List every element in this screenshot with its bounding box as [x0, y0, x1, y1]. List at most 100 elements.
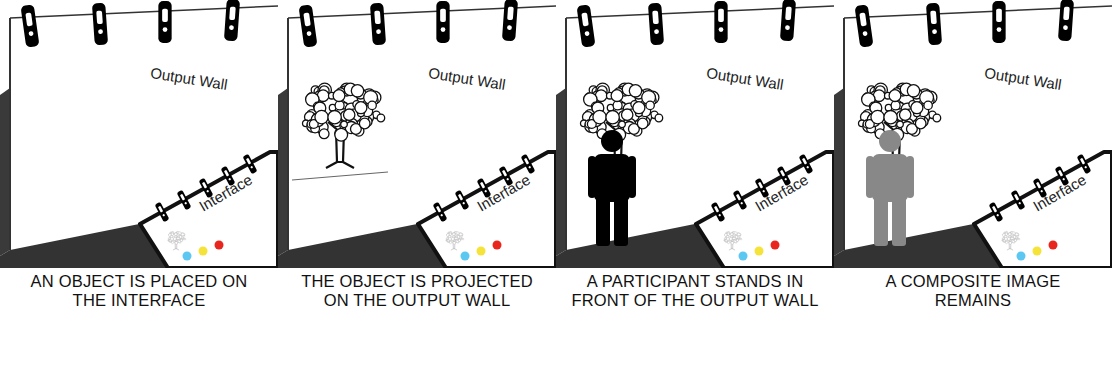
tree-leaf	[889, 90, 901, 102]
tree-leaf	[449, 242, 451, 244]
tree-leaf	[1012, 232, 1015, 235]
tree-leaf	[1004, 236, 1006, 238]
tree-leaf	[456, 232, 459, 235]
tree-leaf	[737, 239, 739, 241]
interface-light-icon	[1011, 190, 1026, 210]
ceiling-light	[855, 4, 874, 47]
tree-leaf	[738, 235, 740, 237]
interface-table	[974, 152, 1112, 268]
tree-leaf	[170, 236, 172, 238]
interface-table	[418, 152, 556, 268]
tree-leaf	[328, 111, 341, 124]
tree-leaf	[454, 237, 456, 239]
ceiling-light	[436, 1, 449, 43]
blue-dot	[1017, 252, 1026, 261]
tree-leaf	[726, 237, 729, 240]
room-illustration	[0, 0, 1112, 268]
tree-leaf	[171, 242, 173, 244]
side-wall	[556, 88, 566, 256]
tree-leaf	[646, 101, 654, 109]
wall-edge	[287, 18, 289, 250]
tree-leaf	[732, 237, 734, 239]
tree-leaf	[732, 240, 733, 241]
tree-leaf	[448, 240, 450, 242]
tree-leaf	[1005, 242, 1007, 244]
tree-leaf	[727, 242, 729, 244]
ceiling-light	[992, 1, 1005, 43]
interface-light-icon	[733, 190, 748, 210]
tree-leaf	[613, 101, 622, 110]
ceiling-light	[648, 3, 664, 46]
tree-leaf	[377, 114, 385, 122]
interface-light-icon	[989, 202, 1004, 222]
tree-leaf	[180, 239, 182, 241]
room-panel	[278, 0, 556, 268]
output-wall-surface	[0, 0, 278, 268]
tree-leaf	[351, 85, 363, 97]
tree-leaf	[1018, 238, 1020, 240]
wall-edge	[9, 18, 11, 250]
tree-leaf	[907, 85, 919, 97]
tree-leaf	[341, 121, 348, 128]
tree-leaf	[897, 121, 904, 128]
tree-leaf	[633, 102, 645, 114]
tree-leaf	[1004, 237, 1007, 240]
tree-leaf	[453, 241, 456, 244]
ceiling-light	[1058, 0, 1074, 41]
tree-leaf	[1009, 235, 1011, 237]
tree-leaf	[457, 236, 460, 239]
tree-leaf	[606, 111, 619, 124]
room-panel	[0, 0, 278, 268]
tree-leaf	[448, 238, 451, 241]
ceiling-light	[158, 1, 171, 43]
yellow-dot	[199, 247, 208, 256]
tree-leaf	[319, 129, 329, 139]
tree-leaf	[460, 235, 462, 237]
interface-table	[696, 152, 834, 268]
tree-leaf	[182, 235, 184, 237]
tree-leaf	[170, 238, 173, 241]
tree-leaf	[1013, 236, 1016, 239]
red-dot	[215, 241, 224, 250]
blue-dot	[739, 252, 748, 261]
interface-light-icon	[455, 190, 470, 210]
step-caption: THE OBJECT IS PROJECTED ON THE OUTPUT WA…	[292, 272, 542, 310]
tree-leaf	[175, 241, 178, 244]
interface-light-icon	[433, 202, 448, 222]
interface-table	[140, 152, 278, 268]
tree-leaf	[736, 239, 738, 241]
yellow-dot	[755, 247, 764, 256]
ceiling-light	[714, 1, 727, 43]
tree-leaf	[176, 237, 178, 239]
room-panel	[834, 0, 1112, 268]
room-panel	[556, 0, 834, 268]
tree-leaf	[915, 118, 926, 129]
tree-leaf	[731, 241, 734, 244]
interface-object	[168, 231, 186, 250]
tree-leaf	[453, 235, 455, 237]
wall-edge	[843, 18, 845, 250]
tree-leaf	[1015, 239, 1017, 241]
step-caption: A COMPOSITE IMAGE REMAINS	[848, 272, 1098, 310]
tree-leaf	[448, 236, 450, 238]
step-caption: A PARTICIPANT STANDS IN FRONT OF THE OUT…	[570, 272, 820, 310]
tree-leaf	[315, 110, 328, 123]
output-wall-surface	[278, 0, 556, 268]
tree-leaf	[184, 238, 186, 240]
tree-leaf	[173, 237, 176, 240]
tree-leaf	[911, 102, 923, 114]
ceiling-light	[92, 3, 108, 46]
tree-leaf	[181, 239, 183, 241]
tree-leaf	[1008, 233, 1011, 236]
tree-trunk	[1007, 240, 1013, 250]
participant-figure	[588, 130, 636, 246]
interface-object	[1002, 231, 1020, 250]
tree-leaf	[176, 240, 177, 241]
tree-trunk	[451, 240, 457, 250]
tree-leaf	[1010, 240, 1011, 241]
tree-leaf	[729, 237, 732, 240]
projected-tree	[303, 83, 385, 168]
tree-leaf	[1004, 240, 1006, 242]
tree-leaf	[637, 118, 648, 129]
red-dot	[771, 241, 780, 250]
